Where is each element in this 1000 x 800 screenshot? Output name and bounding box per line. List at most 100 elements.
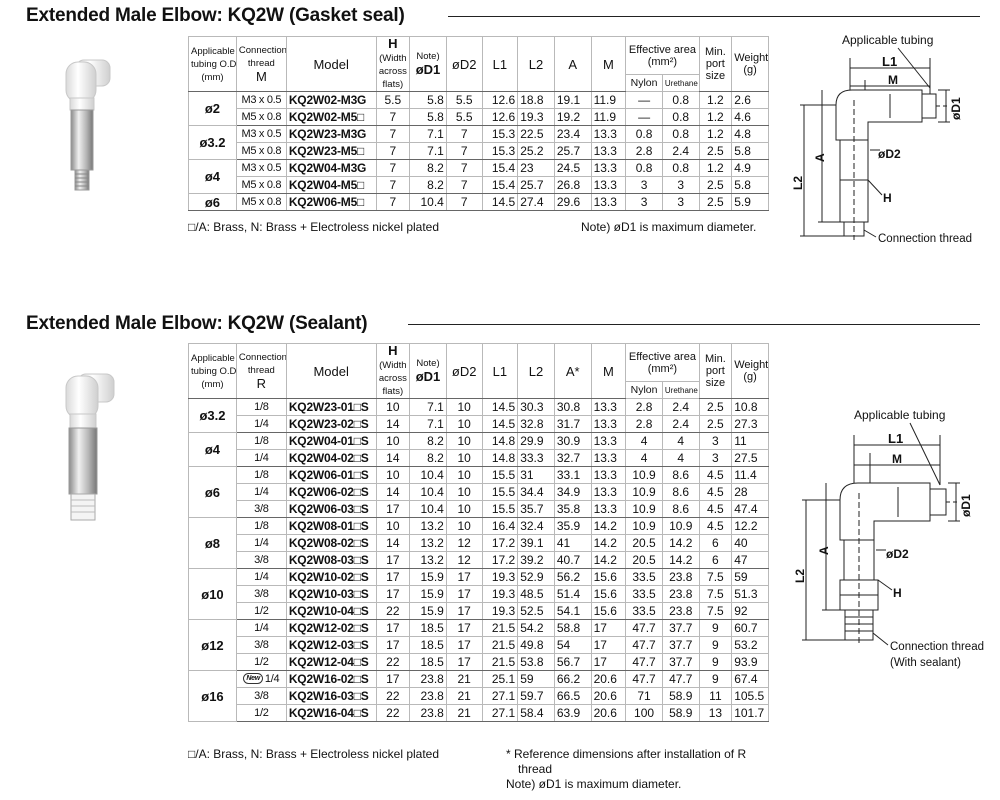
- m-cell: 14.2: [590, 517, 627, 535]
- weight-cell: 5.8: [731, 142, 769, 160]
- header-nylon: Nylon: [625, 74, 663, 92]
- section1-rule: [448, 16, 980, 17]
- header-l1: L1: [481, 36, 519, 92]
- thread-cell: 3/8: [235, 500, 287, 518]
- model-cell: KQ2W08-01□S: [285, 517, 377, 535]
- l1-cell: 15.3: [481, 142, 519, 160]
- model-cell: KQ2W10-02□S: [285, 568, 377, 586]
- urethane-cell: 23.8: [661, 602, 700, 620]
- thread-cell: 1/4: [235, 619, 287, 637]
- d2-cell: 10: [445, 500, 483, 518]
- l2-cell: 22.5: [517, 125, 555, 143]
- a-cell: 41: [553, 534, 592, 552]
- diagram-label-thread-sealant: (With sealant): [890, 657, 961, 669]
- footnote-star: * Reference dimensions after installatio…: [506, 747, 747, 761]
- d2-cell: 10: [445, 449, 483, 467]
- a-cell: 23.4: [553, 125, 592, 143]
- weight-cell: 60.7: [731, 619, 769, 637]
- h-cell: 17: [375, 670, 411, 688]
- a-cell: 29.6: [553, 193, 592, 211]
- nylon-cell: 2.8: [625, 398, 663, 416]
- l1-cell: 15.5: [481, 483, 519, 501]
- a-cell: 34.9: [553, 483, 592, 501]
- urethane-cell: 4: [661, 449, 700, 467]
- thread-cell: 1/2: [235, 653, 287, 671]
- d1-cell: 7.1: [409, 142, 447, 160]
- thread-value: M5 x 0.8: [241, 110, 282, 123]
- urethane-cell: 0.8: [661, 91, 700, 109]
- urethane-cell: 37.7: [661, 653, 700, 671]
- l1-cell: 14.5: [481, 193, 519, 211]
- h-cell: 7: [375, 125, 411, 143]
- footnote-note: Note) øD1 is maximum diameter.: [581, 220, 757, 234]
- footnote-material: □/A: Brass, N: Brass + Electroless nicke…: [188, 747, 440, 761]
- port-cell: 6: [698, 534, 733, 552]
- nylon-cell: 100: [625, 704, 663, 722]
- header-urethane: Urethane: [661, 381, 700, 399]
- urethane-cell: 37.7: [661, 636, 700, 654]
- thread-cell: 1/8: [235, 466, 287, 484]
- l1-cell: 19.3: [481, 602, 519, 620]
- nylon-cell: 10.9: [625, 500, 663, 518]
- port-cell: 3: [698, 449, 733, 467]
- tubing-od-cell: ø6: [188, 193, 237, 211]
- urethane-cell: 2.4: [661, 398, 700, 416]
- l2-cell: 49.8: [517, 636, 555, 654]
- header-weight: Weight(g): [731, 36, 769, 92]
- h-cell: 7: [375, 142, 411, 160]
- port-cell: 1.2: [698, 159, 733, 177]
- h-cell: 10: [375, 432, 411, 450]
- d1-cell: 10.4: [409, 500, 447, 518]
- thread-cell: M5 x 0.8: [235, 108, 287, 126]
- header-l1: L1: [481, 343, 519, 399]
- model-cell: KQ2W06-02□S: [285, 483, 377, 501]
- model-cell: KQ2W10-03□S: [285, 585, 377, 603]
- l2-cell: 32.4: [517, 517, 555, 535]
- l1-cell: 14.8: [481, 449, 519, 467]
- nylon-cell: —: [625, 108, 663, 126]
- d2-cell: 5.5: [445, 91, 483, 109]
- diagram-label-d1: øD1: [959, 494, 973, 517]
- m-cell: 13.3: [590, 466, 627, 484]
- weight-cell: 47.4: [731, 500, 769, 518]
- urethane-cell: 0.8: [661, 159, 700, 177]
- m-cell: 13.3: [590, 398, 627, 416]
- h-cell: 22: [375, 704, 411, 722]
- thread-value: M5 x 0.8: [241, 144, 282, 157]
- thread-value: 1/4: [254, 451, 269, 464]
- thread-cell: M3 x 0.5: [235, 91, 287, 109]
- urethane-cell: 3: [661, 176, 700, 194]
- thread-cell: 1/4: [235, 449, 287, 467]
- a-cell: 32.7: [553, 449, 592, 467]
- l1-cell: 15.3: [481, 125, 519, 143]
- model-cell: KQ2W02-M3G: [285, 91, 377, 109]
- thread-cell: M3 x 0.5: [235, 125, 287, 143]
- urethane-cell: 2.4: [661, 142, 700, 160]
- a-cell: 66.5: [553, 687, 592, 705]
- header-model: Model: [285, 343, 377, 399]
- port-cell: 7.5: [698, 568, 733, 586]
- header-d1: Note)øD1: [409, 36, 447, 92]
- urethane-cell: 23.8: [661, 585, 700, 603]
- header-a: A: [553, 36, 592, 92]
- m-cell: 14.2: [590, 551, 627, 569]
- model-cell: KQ2W04-02□S: [285, 449, 377, 467]
- thread-cell: 1/2: [235, 602, 287, 620]
- l2-cell: 39.1: [517, 534, 555, 552]
- weight-cell: 2.6: [731, 91, 769, 109]
- d1-cell: 10.4: [409, 193, 447, 211]
- d1-cell: 18.5: [409, 636, 447, 654]
- h-cell: 22: [375, 602, 411, 620]
- weight-cell: 10.8: [731, 398, 769, 416]
- d2-cell: 12: [445, 534, 483, 552]
- weight-cell: 51.3: [731, 585, 769, 603]
